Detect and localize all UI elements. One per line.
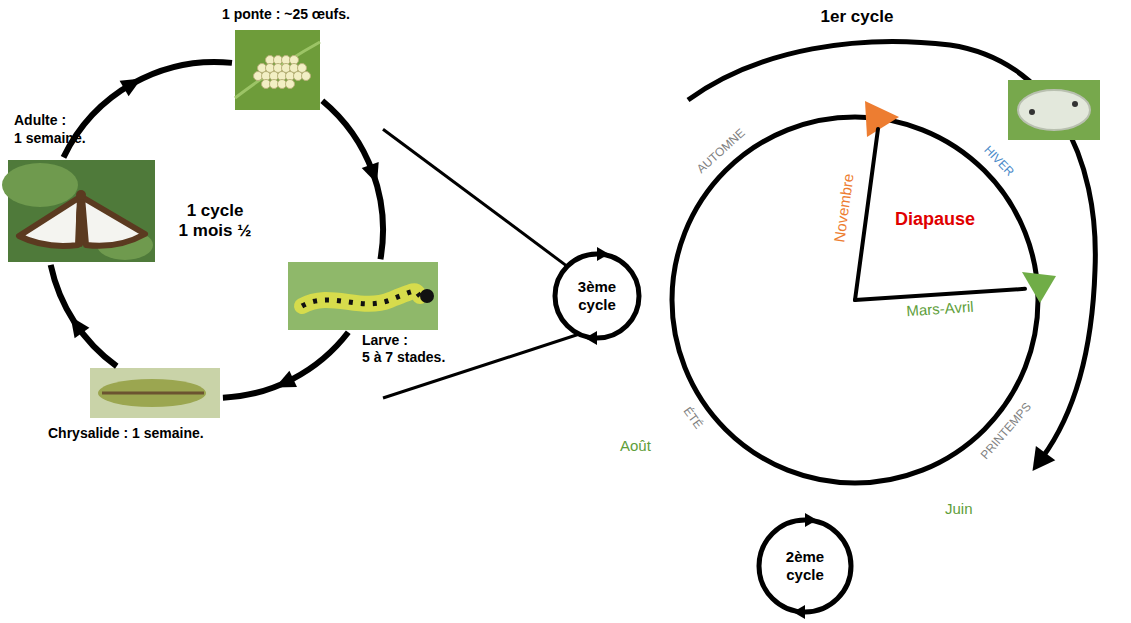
circle-line (759, 520, 851, 612)
moth-wing (19, 197, 80, 246)
circle-arc (223, 332, 348, 398)
egg-cluster (254, 56, 311, 89)
cycle-text: 1 cycle (179, 201, 252, 221)
moth-body (76, 197, 86, 247)
sector-radius (855, 129, 878, 300)
season-label: AUTOMNE (694, 126, 748, 177)
season-label: HIVER (981, 143, 1017, 179)
caterpillar (302, 291, 420, 306)
text-stack: 3ème cycle (571, 278, 623, 314)
moth-photo (2, 160, 155, 262)
circle-arc (63, 62, 231, 157)
photo-ground (288, 262, 438, 330)
life-cycle-circle: 1 cycle1 mois ½ (47, 62, 383, 398)
cocoon-photo (1008, 80, 1100, 140)
season-label: PRINTEMPS (978, 400, 1035, 462)
cycle-circle: 3ème cycle (555, 254, 639, 338)
stage-label: 1 semaine. (14, 130, 86, 147)
cycle-title: 1er cycle (821, 7, 894, 27)
stage-label: Chrysalide : 1 semaine. (48, 425, 204, 442)
stage-label: Larve : (362, 332, 408, 349)
photo-ground (235, 30, 320, 110)
chrysalis (98, 379, 206, 407)
photo-ground (1008, 80, 1100, 140)
cycle-arrowheads (71, 79, 818, 620)
text-stack: 2ème cycle (779, 548, 831, 584)
chrysalis-photo (90, 368, 220, 418)
cocoon-spot (1072, 101, 1078, 107)
diapause-sector: Diapause (855, 117, 1040, 302)
month-label: Juin (945, 500, 973, 518)
season-label: ÉTÉ (680, 404, 705, 431)
start-marker (865, 101, 899, 137)
month-label: Mars-Avril (906, 298, 974, 321)
cocoon (1018, 90, 1090, 130)
leaf-vein (235, 42, 320, 98)
larva-photo (288, 262, 438, 330)
sector-title: Diapause (895, 209, 975, 231)
stage-label: 1 ponte : ~25 œufs. (222, 6, 350, 23)
moth-head (76, 190, 86, 200)
arrowhead (1033, 446, 1056, 471)
leaf (2, 163, 78, 207)
cycle-text: 1 mois ½ (179, 221, 252, 241)
chrysalis-stripe (102, 392, 204, 395)
circle-arc (51, 265, 117, 366)
cycle-text: 2ème cycle (779, 548, 831, 584)
sector-radius (855, 289, 1025, 300)
season-circle (672, 117, 1038, 483)
cocoon-spot (1029, 109, 1035, 115)
photo-ground (90, 368, 220, 418)
caterpillar-head (420, 289, 434, 303)
egg-photo (235, 30, 320, 110)
month-label: Août (620, 437, 651, 455)
stage-label: Adulte : (14, 112, 66, 129)
cycle-text: 3ème cycle (571, 278, 623, 314)
end-marker (1022, 272, 1056, 303)
caterpillar-spots (302, 291, 420, 306)
zoom-line (383, 129, 568, 266)
cycle-circle: 2ème cycle (759, 520, 851, 612)
text-stack: 1 cycle1 mois ½ (179, 201, 252, 260)
circle-line (555, 254, 639, 338)
moth-wing (82, 197, 145, 246)
circle-arc (322, 101, 383, 259)
zoom-line (383, 334, 580, 398)
month-label: Novembre (830, 172, 857, 243)
first-cycle-arc (688, 41, 1095, 458)
stage-label: 5 à 7 stades. (362, 349, 445, 366)
